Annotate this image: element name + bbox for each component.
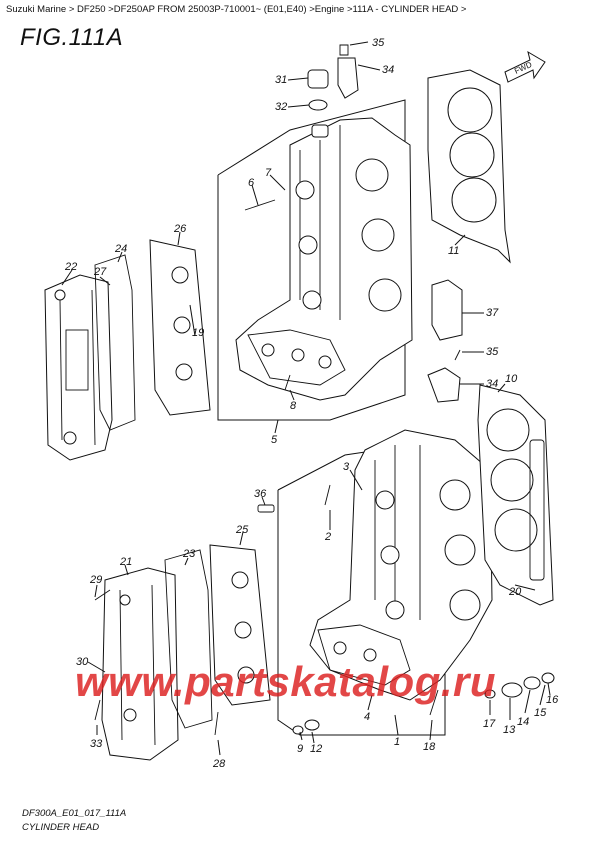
callout-10: 10: [505, 373, 518, 385]
callout-16: 16: [546, 694, 559, 706]
callout-15: 15: [534, 707, 547, 719]
callout-18: 18: [423, 741, 436, 753]
callout-35a: 35: [372, 37, 385, 49]
plug-gasket-upper: [149, 239, 211, 416]
watermark[interactable]: www.partskatalog.ru: [75, 658, 497, 705]
head-gasket-upper: [427, 69, 511, 264]
valve-cover-lower: [101, 567, 179, 761]
lower-assembly-frame: [277, 439, 446, 736]
callout-numbers: 35 34 31 32 7 6 11 37 35 34 10 5 8 3 2 3…: [64, 37, 559, 770]
callout-6: 6: [248, 177, 255, 189]
callout-14: 14: [517, 716, 529, 728]
fwd-arrow-icon: FWD: [504, 50, 546, 83]
callout-32: 32: [275, 101, 287, 113]
bracket-37: [431, 279, 463, 341]
drawing-code: DF300A_E01_017_111A: [22, 808, 127, 819]
callout-11: 11: [448, 245, 459, 257]
leader-lines: [61, 41, 551, 756]
o-ring-32: [308, 99, 328, 111]
callout-4: 4: [364, 711, 370, 723]
callout-33: 33: [90, 738, 103, 750]
oil-cap-31: [307, 69, 329, 89]
cylinder-head-lower: [309, 429, 493, 701]
callout-1: 1: [394, 736, 400, 748]
callout-2: 2: [324, 531, 331, 543]
callout-8: 8: [290, 400, 297, 412]
callout-20: 20: [508, 586, 522, 598]
callout-34a: 34: [382, 64, 394, 76]
callout-23: 23: [182, 548, 196, 560]
bracket-34-upper: [337, 57, 359, 99]
breadcrumb[interactable]: Suzuki Marine > DF250 >DF250AP FROM 2500…: [6, 4, 467, 15]
small-parts-lower-right: [292, 672, 555, 735]
bolts: [94, 44, 461, 736]
callout-17: 17: [483, 718, 496, 730]
callout-28: 28: [212, 758, 226, 770]
callout-22: 22: [64, 261, 77, 273]
valve-cover-upper: [44, 274, 113, 461]
callout-21: 21: [119, 556, 132, 568]
cover-gasket-upper: [94, 254, 136, 431]
upper-assembly-frame: [217, 99, 406, 421]
callout-5: 5: [271, 434, 278, 446]
callout-36: 36: [254, 488, 267, 500]
callout-29: 29: [89, 574, 102, 586]
callout-19: 19: [192, 327, 204, 339]
bracket-34-lower: [427, 367, 461, 403]
plug-gasket-lower: [209, 544, 271, 706]
callout-34b: 34: [486, 378, 498, 390]
callout-7: 7: [265, 167, 272, 179]
head-gasket-lower: [477, 384, 554, 606]
callout-35b: 35: [486, 346, 499, 358]
callout-12: 12: [310, 743, 322, 755]
callout-27: 27: [93, 266, 107, 278]
callout-30: 30: [76, 656, 89, 668]
callout-37: 37: [486, 307, 499, 319]
callout-31: 31: [275, 74, 287, 86]
cover-gasket-lower: [164, 549, 213, 729]
cylinder-head-upper: [235, 117, 413, 401]
figure-caption: CYLINDER HEAD: [22, 822, 100, 833]
callout-13: 13: [503, 724, 516, 736]
callout-9: 9: [297, 743, 303, 755]
callout-24: 24: [114, 243, 127, 255]
callout-3: 3: [343, 461, 350, 473]
figure-title: FIG.111A: [20, 24, 124, 51]
callout-25: 25: [235, 524, 249, 536]
callout-26: 26: [173, 223, 187, 235]
